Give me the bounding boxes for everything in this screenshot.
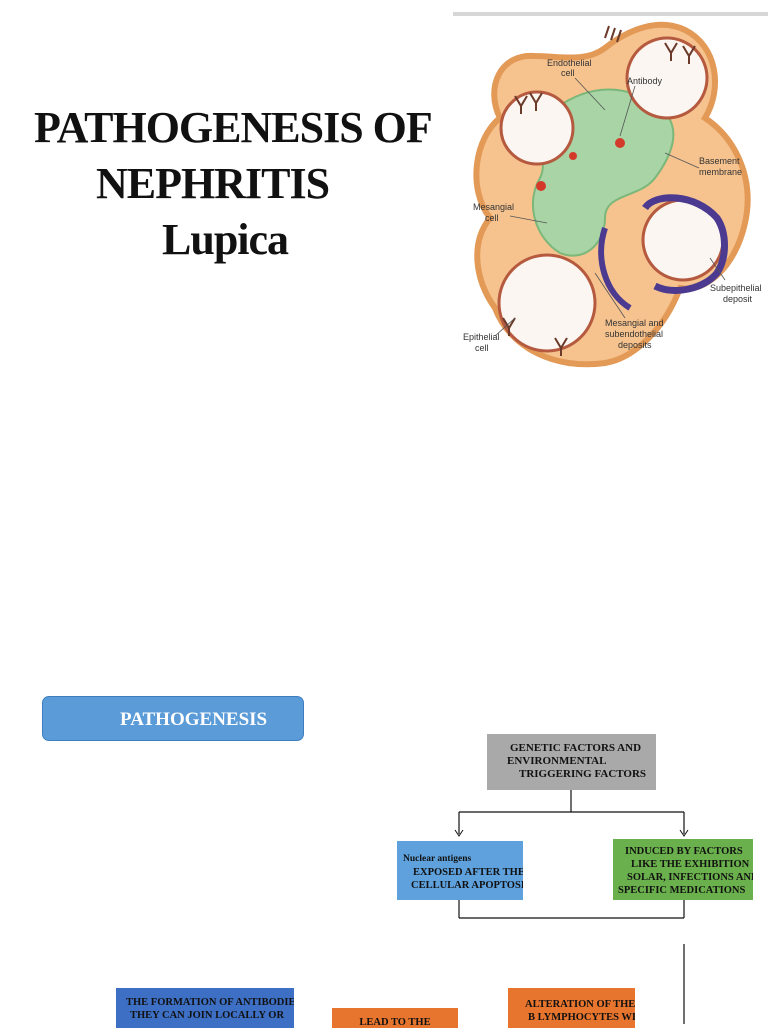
- formation-line-2: THEY CAN JOIN LOCALLY OR: [130, 1010, 285, 1021]
- label-mesangial-sub-3: deposits: [618, 340, 652, 350]
- genetic-line-2: ENVIRONMENTAL: [507, 755, 607, 767]
- lead-to-box: LEAD TO THE: [332, 1008, 458, 1028]
- label-basement-1: Basement: [699, 156, 740, 166]
- label-epithelial-2: cell: [475, 343, 489, 353]
- induced-factors-box: INDUCED BY FACTORS LIKE THE EXHIBITION S…: [613, 839, 753, 900]
- nuclear-line-3: CELLULAR APOPTOSIS: [411, 880, 523, 891]
- genetic-line-1: GENETIC FACTORS AND: [510, 742, 642, 754]
- alteration-line-1: ALTERATION OF THE: [525, 999, 635, 1010]
- title-line-3: Lupica: [162, 215, 289, 264]
- induced-line-2: LIKE THE EXHIBITION: [631, 859, 750, 870]
- nuclear-line-1: Nuclear antigens: [403, 854, 472, 864]
- slide-title: PATHOGENESIS OF NEPHRITIS Lupica: [34, 100, 444, 268]
- glomerulus-illustration: Endothelial cell Antibody Basement membr…: [463, 21, 762, 368]
- genetic-line-3: TRIGGERING FACTORS: [519, 768, 647, 780]
- top-divider: [453, 12, 768, 16]
- label-mesangial-2: cell: [485, 213, 499, 223]
- title-line-1: PATHOGENESIS OF: [34, 103, 433, 152]
- induced-line-4: SPECIFIC MEDICATIONS: [618, 885, 746, 896]
- label-antibody: Antibody: [627, 76, 663, 86]
- label-mesangial-sub-2: subendothelial: [605, 329, 663, 339]
- b-lymphocyte-alteration-box: ALTERATION OF THE B LYMPHOCYTES WITH: [508, 988, 635, 1028]
- label-endothelial-1: Endothelial: [547, 58, 592, 68]
- nuclear-antigens-box: Nuclear antigens EXPOSED AFTER THE CELLU…: [397, 841, 523, 900]
- alteration-line-2: B LYMPHOCYTES WITH: [528, 1012, 635, 1023]
- genetic-factors-box: GENETIC FACTORS AND ENVIRONMENTAL TRIGGE…: [487, 734, 656, 790]
- label-mesangial-1: Mesangial: [473, 202, 514, 212]
- lead-line-1: LEAD TO THE: [359, 1017, 431, 1028]
- antibody-formation-box: THE FORMATION OF ANTIBODIES THEY CAN JOI…: [116, 988, 294, 1028]
- label-subepithelial-2: deposit: [723, 294, 753, 304]
- induced-line-1: INDUCED BY FACTORS: [625, 846, 743, 857]
- label-mesangial-sub-1: Mesangial and: [605, 318, 664, 328]
- title-line-2: NEPHRITIS: [96, 159, 330, 208]
- label-basement-2: membrane: [699, 167, 742, 177]
- label-endothelial-2: cell: [561, 68, 575, 78]
- label-epithelial-1: Epithelial: [463, 332, 500, 342]
- nuclear-line-2: EXPOSED AFTER THE: [413, 867, 523, 878]
- formation-line-1: THE FORMATION OF ANTIBODIES: [126, 997, 294, 1008]
- label-subepithelial-1: Subepithelial: [710, 283, 762, 293]
- induced-line-3: SOLAR, INFECTIONS AND: [627, 872, 753, 883]
- pathogenesis-heading: PATHOGENESIS: [42, 696, 304, 741]
